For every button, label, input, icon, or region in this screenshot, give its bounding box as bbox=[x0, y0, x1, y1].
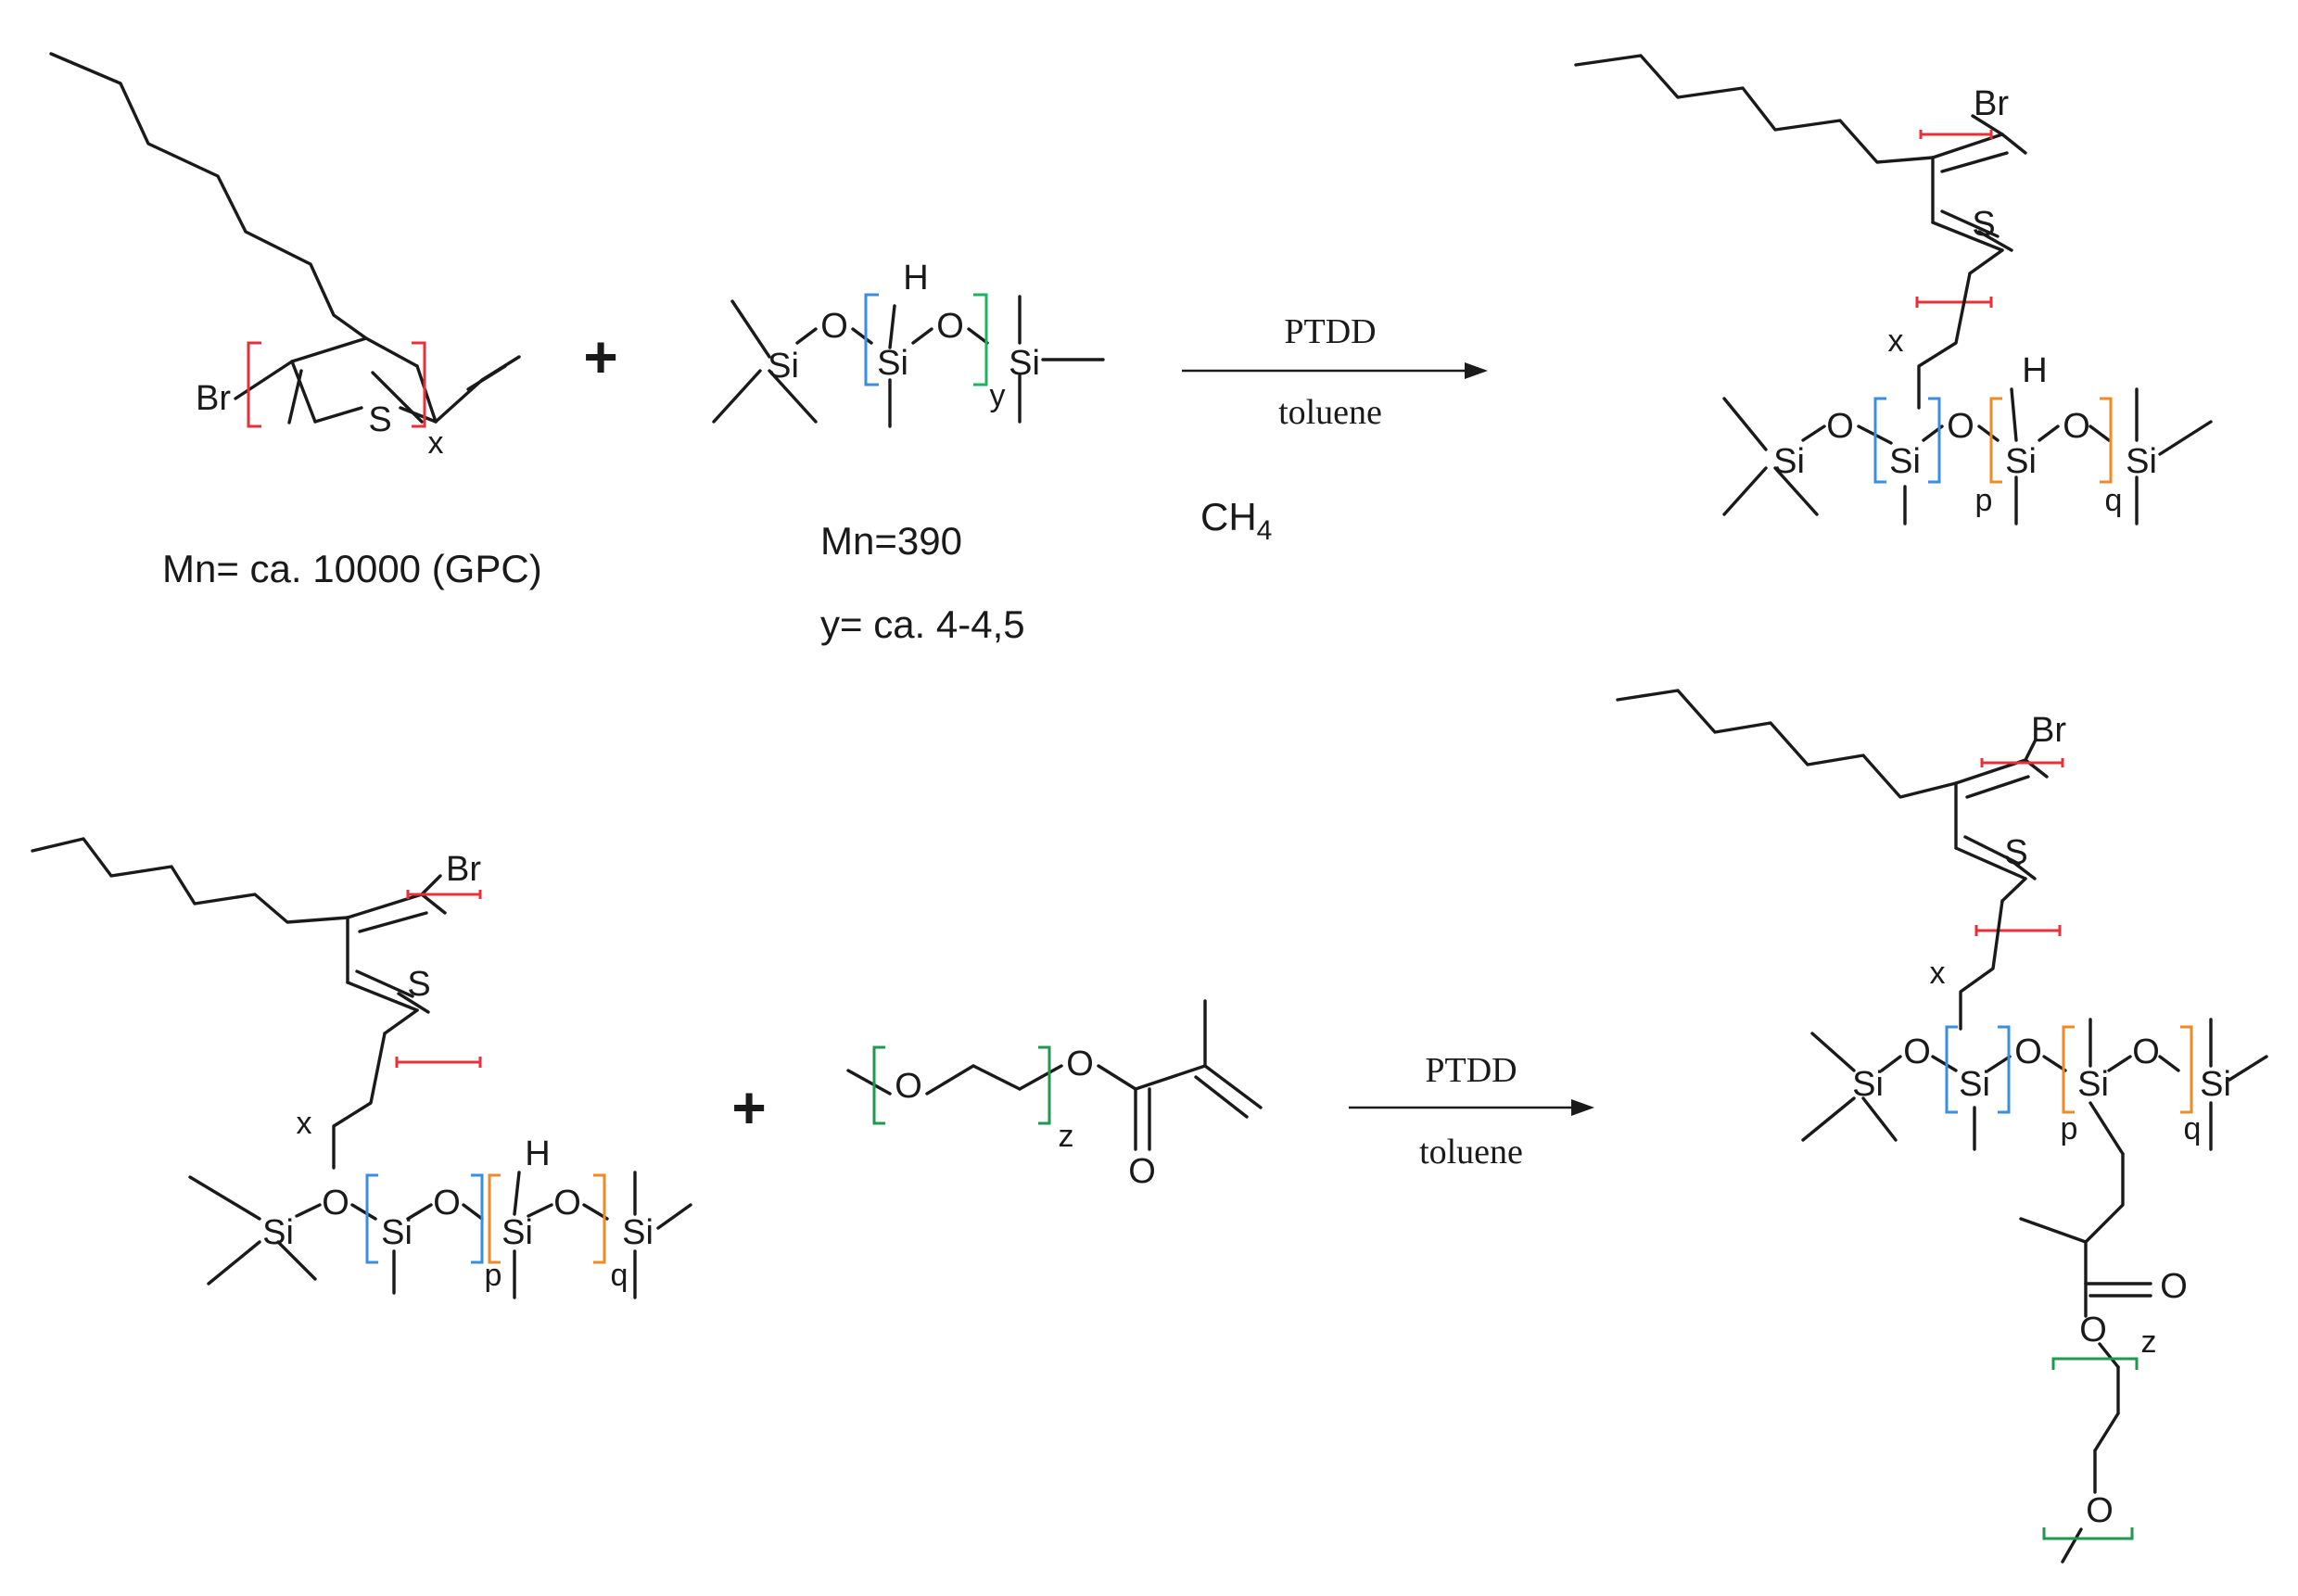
silicon-atom: Si bbox=[501, 1213, 533, 1252]
oxygen-atom: O bbox=[1826, 407, 1854, 446]
silicon-atom: Si bbox=[2077, 1065, 2109, 1104]
bromine-atom: Br bbox=[446, 850, 481, 889]
silicon-atom: Si bbox=[768, 347, 799, 386]
bromine-atom: Br bbox=[1974, 84, 2009, 123]
hexyl-chain bbox=[49, 52, 368, 340]
bromine-atom: Br bbox=[196, 379, 231, 418]
thiophene-ring bbox=[287, 336, 438, 424]
graft-copolymer-product-1: Br S x Si O Si O Si H O Si p q bbox=[1574, 54, 2213, 526]
repeat-p-label: p bbox=[2061, 1111, 2078, 1146]
silicon-atom: Si bbox=[381, 1213, 413, 1252]
repeat-q-label: q bbox=[611, 1258, 628, 1293]
plus-sign: + bbox=[583, 323, 617, 390]
oxygen-atom: O bbox=[433, 1184, 461, 1222]
oxygen-atom: O bbox=[2160, 1267, 2188, 1306]
silicon-atom: Si bbox=[1009, 344, 1040, 383]
methane-byproduct: CH4 bbox=[1200, 495, 1272, 546]
oxygen-atom: O bbox=[2086, 1491, 2114, 1530]
reaction-arrow-1: PTDD toluene bbox=[1182, 312, 1488, 432]
polythiophene-mn-note: Mn= ca. 10000 (GPC) bbox=[162, 547, 542, 590]
oxygen-atom: O bbox=[322, 1184, 349, 1222]
repeat-x-label: x bbox=[1930, 956, 1946, 991]
silicon-atom: Si bbox=[1852, 1065, 1884, 1104]
oxygen-atom: O bbox=[1128, 1152, 1156, 1191]
silicon-atom: Si bbox=[262, 1213, 294, 1252]
repeat-z-label: z bbox=[2141, 1324, 2157, 1360]
vinyl-p3ht-reactant: Br S x bbox=[49, 52, 521, 461]
peg-methacrylate-reactant: O O O z bbox=[846, 999, 1263, 1191]
hydrogen-atom: H bbox=[903, 259, 928, 298]
repeat-p-label: p bbox=[1975, 483, 1993, 518]
oxygen-atom: O bbox=[2014, 1032, 2042, 1071]
oxygen-atom: O bbox=[2079, 1311, 2107, 1349]
oxygen-atom: O bbox=[1947, 407, 1974, 446]
siloxane-y-bracket bbox=[973, 293, 988, 386]
oxygen-atom: O bbox=[1903, 1032, 1931, 1071]
si-h-copolymer-reactant: Br S x Si O Si O Si H O Si p q bbox=[31, 837, 692, 1299]
silicon-atom: Si bbox=[2126, 442, 2157, 481]
oxygen-atom: O bbox=[2132, 1032, 2160, 1071]
repeat-z-label: z bbox=[1059, 1119, 1074, 1154]
hydrogen-atom: H bbox=[525, 1134, 550, 1173]
oxygen-atom: O bbox=[1066, 1045, 1094, 1083]
siloxane-y-note: y= ca. 4-4,5 bbox=[820, 602, 1025, 646]
reagent-label: PTDD bbox=[1284, 312, 1376, 351]
thiophene-left-bracket bbox=[247, 341, 261, 428]
oxygen-atom: O bbox=[553, 1184, 581, 1222]
oxygen-atom: O bbox=[820, 307, 848, 346]
repeat-x-label: x bbox=[297, 1106, 312, 1141]
br-bond bbox=[234, 360, 294, 400]
sulfur-atom: S bbox=[1972, 205, 1995, 244]
repeat-x-label: x bbox=[1888, 323, 1904, 359]
sulfur-atom: S bbox=[368, 400, 391, 439]
graft-copolymer-product-2: Br S x Si O Si O Si O Si p q bbox=[1616, 689, 2268, 1564]
silicon-atom: Si bbox=[2005, 442, 2037, 481]
oxygen-atom: O bbox=[936, 307, 964, 346]
silicon-atom: Si bbox=[2200, 1065, 2231, 1104]
solvent-label: toluene bbox=[1419, 1133, 1523, 1172]
silicon-atom: Si bbox=[1889, 442, 1921, 481]
silicon-atom: Si bbox=[877, 344, 908, 383]
silicon-atom: Si bbox=[1959, 1065, 1990, 1104]
sulfur-atom: S bbox=[2004, 833, 2027, 872]
repeat-x-label: x bbox=[428, 425, 444, 461]
oxygen-atom: O bbox=[895, 1067, 922, 1106]
hydrogen-atom: H bbox=[2022, 351, 2047, 390]
repeat-p-label: p bbox=[485, 1258, 502, 1293]
bromine-atom: Br bbox=[2031, 711, 2066, 750]
silicon-atom: Si bbox=[1773, 442, 1805, 481]
reagent-label: PTDD bbox=[1425, 1051, 1517, 1090]
reaction-arrow-2: PTDD toluene bbox=[1349, 1051, 1594, 1172]
repeat-y-label: y bbox=[990, 378, 1006, 413]
hydrosiloxane-reactant: Si O Si H O Si y bbox=[712, 259, 1105, 428]
oxygen-atom: O bbox=[2063, 407, 2090, 446]
siloxane-mn-note: Mn=390 bbox=[820, 519, 962, 563]
si-h-left-bracket bbox=[864, 293, 879, 386]
repeat-q-label: q bbox=[2184, 1111, 2202, 1146]
solvent-label: toluene bbox=[1278, 393, 1382, 432]
silicon-atom: Si bbox=[622, 1213, 654, 1252]
sulfur-atom: S bbox=[407, 965, 430, 1004]
repeat-q-label: q bbox=[2105, 483, 2123, 518]
plus-sign: + bbox=[731, 1074, 766, 1141]
thiophene-right-bracket bbox=[412, 341, 426, 428]
